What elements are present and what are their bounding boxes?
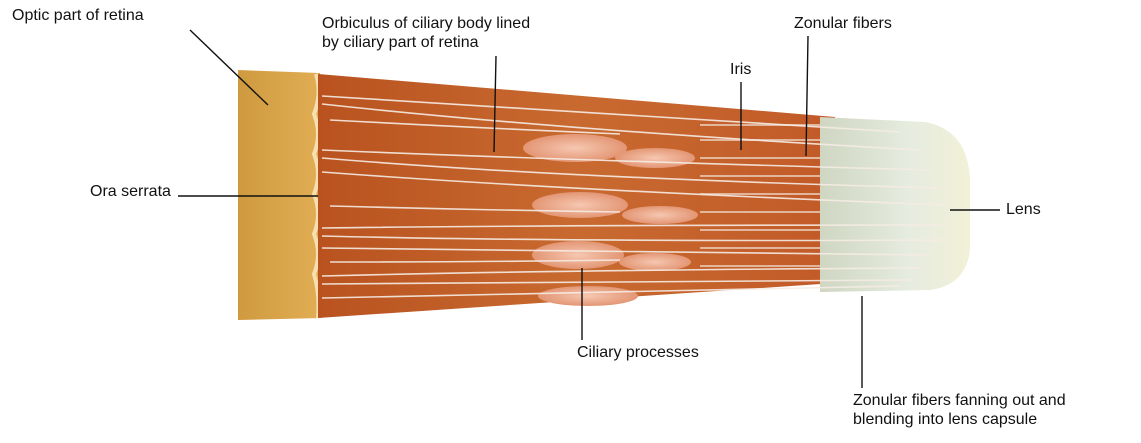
label-ora-serrata: Ora serrata xyxy=(90,182,171,201)
label-fanning-line1: Zonular fibers fanning out and xyxy=(853,391,1066,410)
label-optic-part-of-retina: Optic part of retina xyxy=(12,6,144,25)
label-lens: Lens xyxy=(1006,200,1041,219)
label-iris: Iris xyxy=(730,60,751,79)
lens-region xyxy=(820,117,970,292)
leader-optic xyxy=(190,30,268,105)
label-zonular-fanning: Zonular fibers fanning out and blending … xyxy=(853,391,1066,429)
label-orbiculus-line2: by ciliary part of retina xyxy=(322,33,530,52)
label-orbiculus: Orbiculus of ciliary body lined by cilia… xyxy=(322,14,530,52)
label-zonular-fibers: Zonular fibers xyxy=(794,14,892,33)
label-orbiculus-line1: Orbiculus of ciliary body lined xyxy=(322,14,530,33)
label-fanning-line2: blending into lens capsule xyxy=(853,410,1066,429)
optic-retina-region xyxy=(238,70,322,320)
label-ciliary-processes: Ciliary processes xyxy=(577,343,699,362)
